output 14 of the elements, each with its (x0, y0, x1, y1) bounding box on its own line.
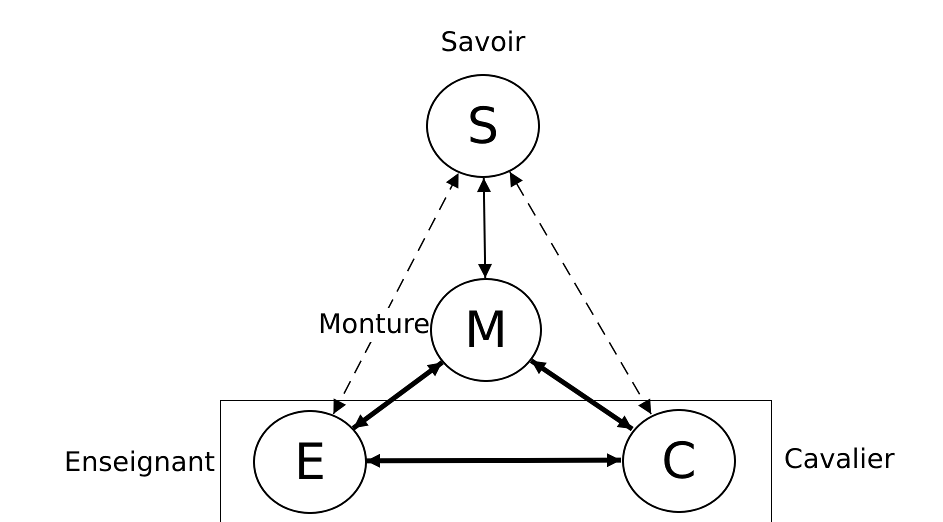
node-letter: M (464, 305, 508, 355)
double-arrow (366, 453, 621, 468)
node-letter: E (294, 437, 326, 487)
node-label: Cavalier (784, 443, 895, 477)
node-letter: C (662, 436, 696, 486)
dashed-arrow (509, 172, 652, 414)
double-arrow (530, 358, 634, 432)
node-label: Monture (318, 308, 430, 342)
dashed-arrow (332, 172, 460, 414)
double-arrow (476, 178, 492, 278)
double-arrow (352, 360, 444, 430)
node-letter: S (467, 101, 499, 151)
node-label: Savoir (440, 26, 526, 60)
node-label: Enseignant (64, 446, 215, 480)
